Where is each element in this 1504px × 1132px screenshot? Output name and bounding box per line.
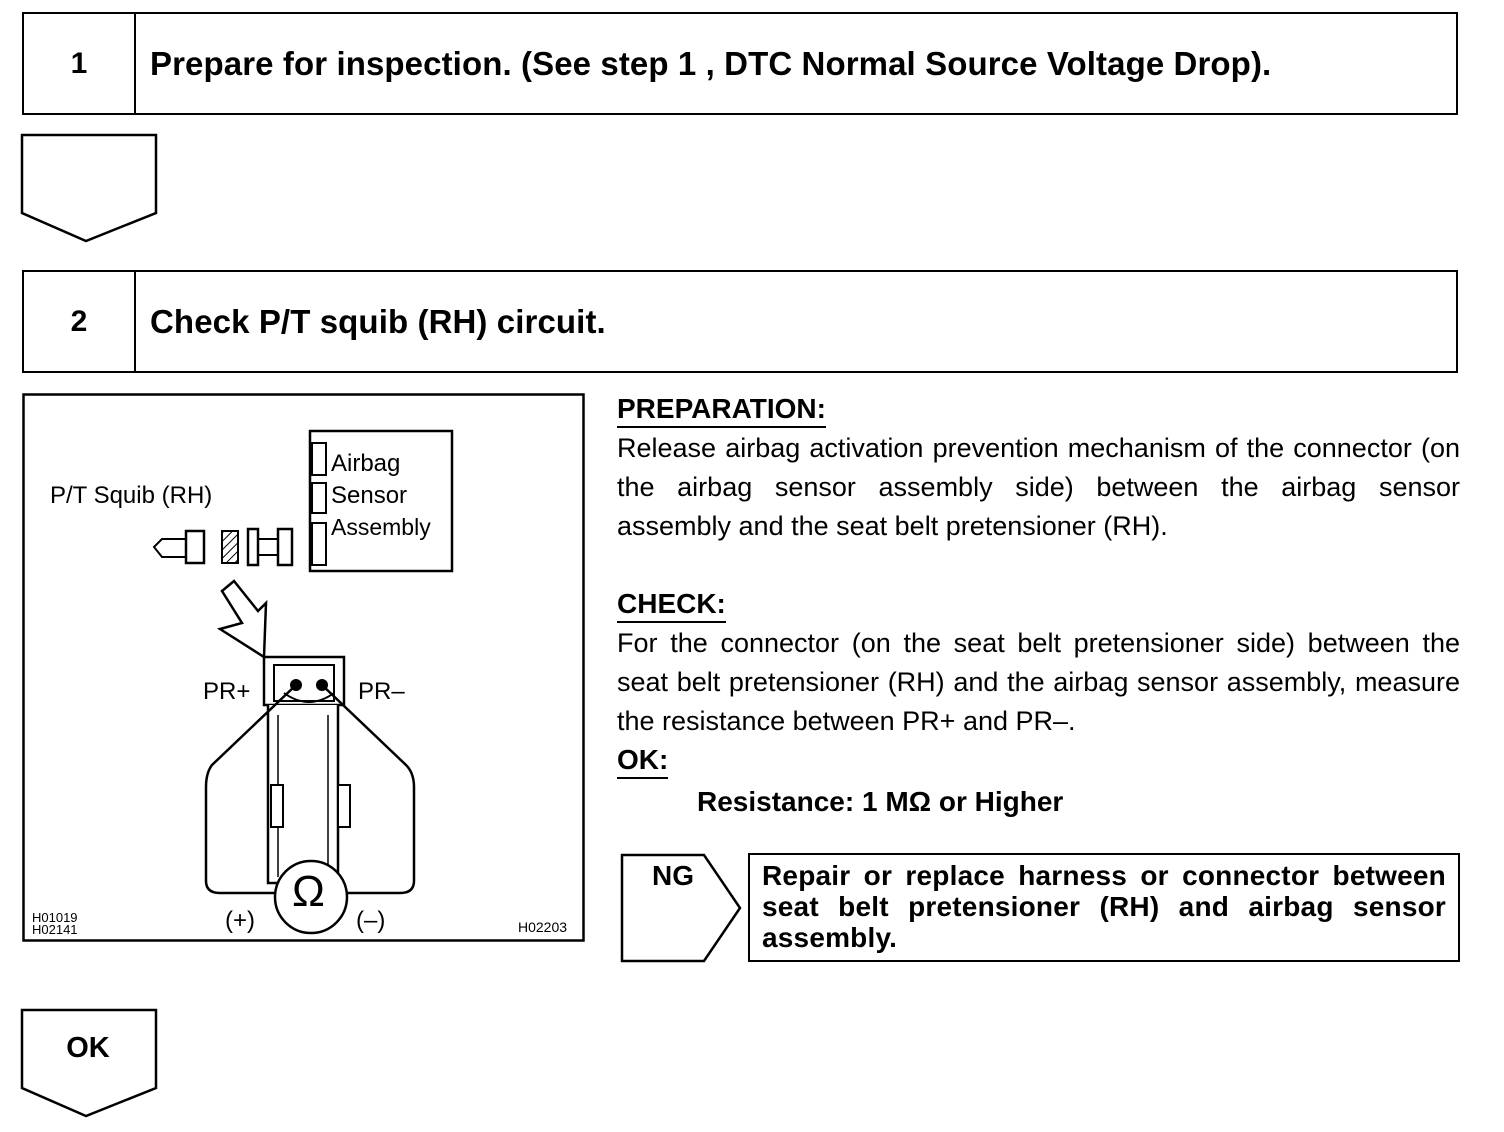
step-1-title: Prepare for inspection. (See step 1 , DT…	[150, 44, 1272, 82]
connector-diagram	[22, 393, 585, 942]
check-heading: CHECK:	[617, 587, 726, 623]
plus-label: (+)	[225, 907, 255, 934]
airbag-label: Airbag	[331, 450, 401, 477]
resistance-spec: Resistance: 1 MΩ or Higher	[697, 786, 1064, 817]
ok-arrow-label: OK	[66, 1032, 110, 1064]
pt-squib-label: P/T Squib (RH)	[50, 482, 213, 509]
instructions: PREPARATION: Release airbag activation p…	[617, 390, 1460, 821]
figure-code-2: H02141	[32, 922, 78, 937]
step-2-number: 2	[24, 272, 136, 371]
minus-label: (–)	[356, 907, 386, 934]
right-arrow-icon	[620, 853, 742, 963]
ng-label: NG	[652, 860, 694, 891]
sensor-label: Sensor	[331, 482, 408, 509]
wiring-illustration: P/T Squib (RH) Airbag Sensor Assembly PR…	[22, 393, 585, 942]
next-step-arrow	[20, 133, 160, 245]
down-arrow-icon	[20, 1008, 158, 1118]
figure-code-1: H01019	[32, 910, 78, 925]
pr-minus-label: PR–	[358, 678, 405, 705]
step-2-box: 2 Check P/T squib (RH) circuit.	[22, 270, 1458, 373]
ng-action-box: Repair or replace harness or connector b…	[748, 853, 1460, 962]
check-text: For the connector (on the seat belt pret…	[617, 628, 1460, 736]
step-1-number: 1	[24, 14, 136, 113]
step-2-title: Check P/T squib (RH) circuit.	[150, 302, 606, 340]
preparation-text: Release airbag activation prevention mec…	[617, 433, 1460, 541]
figure-code-3: H02203	[518, 919, 568, 935]
preparation-heading: PREPARATION:	[617, 392, 826, 428]
assembly-label: Assembly	[331, 514, 431, 540]
pr-plus-label: PR+	[203, 678, 251, 705]
ng-result-tag: NG	[620, 853, 744, 963]
ok-heading: OK:	[617, 743, 669, 779]
down-arrow-icon	[20, 133, 158, 243]
step-1-box: 1 Prepare for inspection. (See step 1 , …	[22, 12, 1458, 115]
ohm-icon: Ω	[292, 867, 325, 916]
ok-arrow: OK	[20, 1008, 160, 1120]
